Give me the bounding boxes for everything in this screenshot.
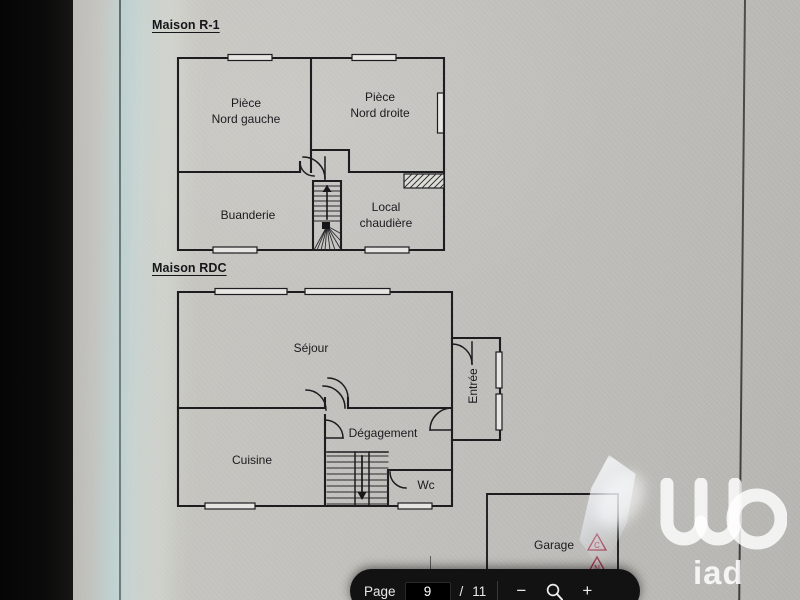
- plan-rdc-stair-arrow: [357, 455, 367, 500]
- room-label-cuisine: Cuisine: [231, 453, 273, 467]
- page-total: 11: [472, 583, 487, 599]
- room-label-sejour: Séjour: [293, 341, 329, 355]
- room-label-piece-nord-droite: Pièce Nord droite: [350, 90, 410, 120]
- room-label-buanderie: Buanderie: [220, 208, 276, 222]
- magnifier-icon[interactable]: [542, 579, 566, 600]
- room-label-piece-nord-gauche: Pièce Nord gauche: [211, 96, 281, 126]
- room-label-garage: Garage: [533, 538, 575, 552]
- room-label-entree: Entrée: [466, 368, 480, 404]
- room-label-wc: Wc: [417, 478, 435, 492]
- plan-rdc-windows: [204, 287, 503, 510]
- plan-rdc-staircase: [326, 451, 389, 507]
- room-label-degagement: Dégagement: [348, 426, 418, 440]
- plan-r1-doors: [299, 156, 326, 180]
- plan-r1-stair-arrow: [322, 185, 332, 220]
- section-title-r1: Maison R-1: [152, 18, 220, 32]
- zoom-in-button[interactable]: +: [582, 581, 593, 600]
- svg-text:N: N: [594, 564, 600, 573]
- plan-r1-windows: [212, 53, 445, 254]
- pdf-viewer-toolbar: Page 9 / 11 − +: [350, 569, 640, 600]
- magnifier-glyph: [546, 583, 563, 600]
- plan-rdc-doors: [305, 341, 473, 489]
- screen-bezel-left: [0, 0, 73, 600]
- page-number-input[interactable]: 9: [404, 581, 451, 600]
- page-label: Page: [364, 583, 396, 599]
- page-separator: /: [459, 583, 464, 599]
- zoom-out-button[interactable]: −: [516, 581, 527, 600]
- section-title-rdc: Maison RDC: [152, 261, 227, 275]
- plan-r1-hatched-block: [403, 173, 445, 189]
- room-label-local-chaudiere: Local chaudière: [359, 200, 413, 230]
- toolbar-divider: [497, 581, 499, 600]
